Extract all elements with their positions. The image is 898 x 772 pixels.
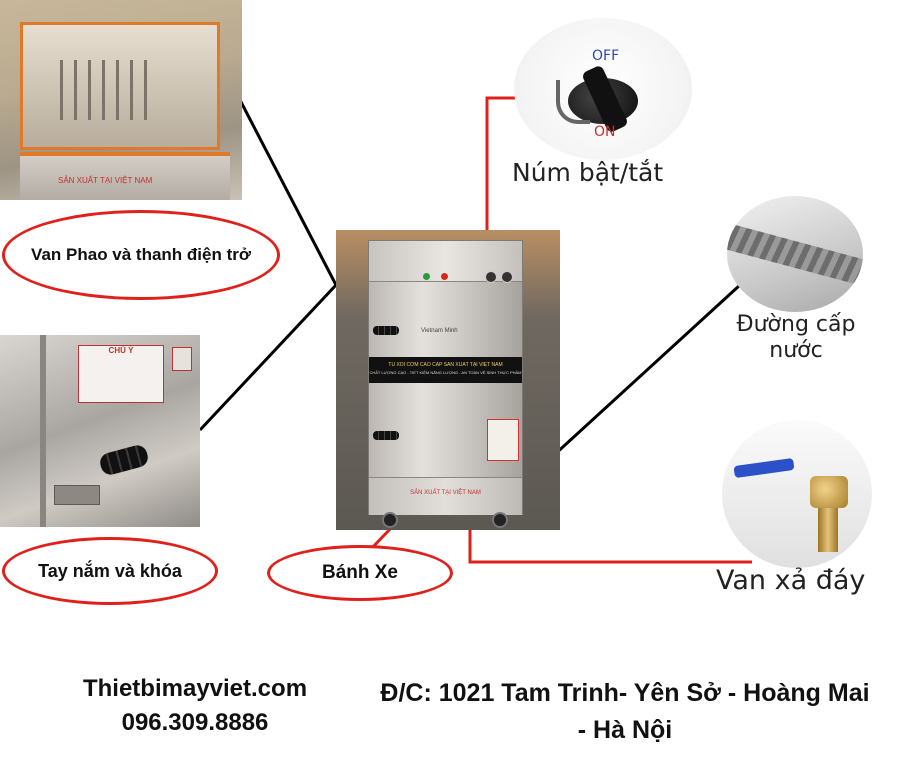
photo-water-supply <box>727 196 863 312</box>
callout-handle-lock-label: Tay nắm và khóa <box>38 560 182 581</box>
cabinet-warning-label <box>487 419 519 461</box>
photo-switch-closeup: OFF ON <box>514 18 692 160</box>
callout-float-valve: Van Phao và thanh điện trở <box>2 210 280 300</box>
callout-float-valve-label: Van Phao và thanh điện trở <box>31 245 251 264</box>
cabinet-control-panel <box>369 241 522 283</box>
connector-bottom-left <box>198 283 338 432</box>
photo-warning-icon <box>172 347 192 371</box>
cabinet-brand: Vietnam Minh <box>421 328 458 334</box>
photo-steam-cabinet: Vietnam Minh TỦ XÔI CƠM CAO CẤP SẢN XUẤT… <box>336 230 560 530</box>
valve-lever <box>733 457 795 479</box>
photo-chamber-base <box>20 152 230 200</box>
photo-float-valve: SẢN XUẤT TẠI VIỆT NAM <box>0 0 242 200</box>
cabinet-top-handle <box>373 326 399 335</box>
power-switch-knob <box>485 271 497 283</box>
connector-switch <box>485 96 515 262</box>
switch-arrow-icon <box>556 80 590 124</box>
footer-phone: 096.309.8886 <box>121 709 269 736</box>
switch-off-label: OFF <box>592 48 620 64</box>
valve-body <box>810 476 848 508</box>
temperature-knob <box>501 271 513 283</box>
cabinet-wheel-left <box>382 512 398 528</box>
connector-top-left <box>238 99 338 286</box>
photo-handle-grip <box>97 443 151 477</box>
photo-chamber-interior <box>20 22 220 150</box>
photo-heating-rods <box>60 60 150 120</box>
water-pipe <box>727 221 863 289</box>
photo-warning-title: CHÚ Ý <box>108 346 134 355</box>
footer-website: Thietbimayviet.com <box>82 675 308 702</box>
indicator-red-light <box>441 273 448 280</box>
cabinet-bottom-handle <box>373 431 399 440</box>
callout-handle-lock: Tay nắm và khóa <box>2 537 218 605</box>
photo-door-edge <box>40 335 46 527</box>
indicator-green-light <box>423 273 430 280</box>
callout-drain-valve-label: Van xả đáy <box>716 565 866 596</box>
cabinet-banner: TỦ XÔI CƠM CAO CẤP SẢN XUẤT TẠI VIỆT NAM… <box>369 357 522 383</box>
valve-outlet <box>818 508 838 552</box>
photo-lock-latch <box>54 485 100 505</box>
cabinet-banner-line2: CHẤT LƯỢNG CAO - TIẾT KIỆM NĂNG LƯỢNG - … <box>369 370 522 375</box>
cabinet-wheel-right <box>492 512 508 528</box>
callout-wheel-label: Bánh Xe <box>321 562 399 583</box>
photo-drain-valve <box>722 420 872 568</box>
photo-plate-text: SẢN XUẤT TẠI VIỆT NAM <box>58 176 153 185</box>
switch-on-label: ON <box>594 124 616 140</box>
photo-handle-lock: CHÚ Ý <box>0 335 200 527</box>
cabinet-banner-line1: TỦ XÔI CƠM CAO CẤP SẢN XUẤT TẠI VIỆT NAM <box>388 362 503 368</box>
cabinet-base-panel: SẢN XUẤT TẠI VIỆT NAM <box>369 477 522 515</box>
callout-switch-label: Núm bật/tắt <box>512 158 664 187</box>
footer-address: Đ/C: 1021 Tam Trinh- Yên Sở - Hoàng Mai … <box>380 679 870 744</box>
callout-wheel: Bánh Xe <box>267 545 453 601</box>
cabinet-body: Vietnam Minh TỦ XÔI CƠM CAO CẤP SẢN XUẤT… <box>368 240 523 515</box>
callout-water-supply-label: Đường cấp nước <box>736 312 856 363</box>
footer-contact: Thietbimayviet.com 096.309.8886 <box>40 672 350 740</box>
cabinet-base-text: SẢN XUẤT TẠI VIỆT NAM <box>410 490 481 496</box>
photo-warning-plate: CHÚ Ý <box>78 345 164 403</box>
